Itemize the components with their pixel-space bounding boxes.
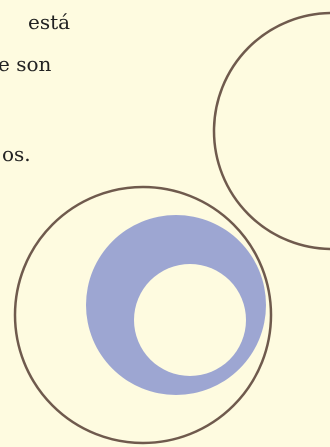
inner-disc: [134, 264, 246, 376]
large-outline-circle-top-right: [214, 13, 330, 249]
